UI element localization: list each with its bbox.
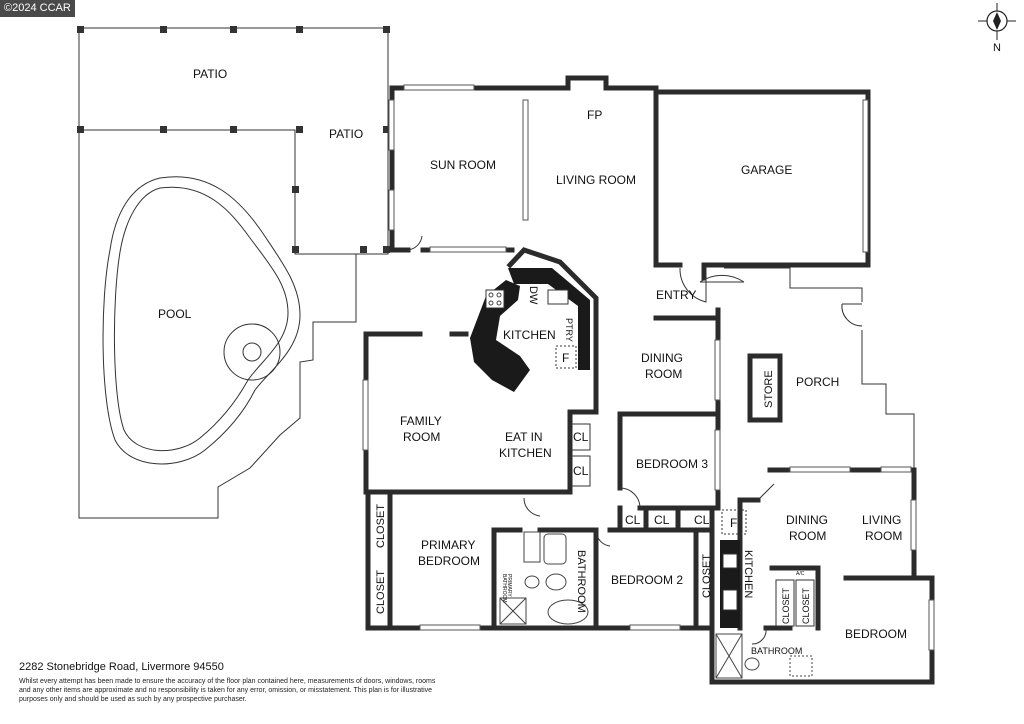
sun-room-label: SUN ROOM — [430, 158, 496, 172]
cl-label-5: CL — [694, 513, 710, 527]
unit-closet-a — [775, 579, 795, 627]
primary-bathroom-label-1: PRIMARY — [506, 574, 512, 597]
kitchen-counter — [508, 268, 590, 370]
primary-bedroom-label-1: PRIMARY — [421, 538, 475, 552]
unit-living-label-2: ROOM — [865, 529, 902, 543]
unit-bathroom-label: BATHROOM — [751, 646, 802, 656]
windows — [362, 84, 935, 651]
closet-label-4: CLOSET — [781, 587, 791, 624]
bath-fixtures — [499, 531, 813, 679]
unit-fridge-label: F — [730, 516, 737, 530]
entry-label: ENTRY — [656, 288, 696, 302]
unit-dining-label-2: ROOM — [789, 529, 826, 543]
unit-living-label-1: LIVING — [862, 513, 901, 527]
dw-label: DW — [527, 286, 539, 305]
compass-label: N — [993, 42, 1001, 54]
disclaimer-text: Whilst every attempt has been made to en… — [19, 678, 436, 703]
closet-label-1: CLOSET — [375, 504, 387, 548]
unit-closet-b — [795, 579, 815, 627]
closet-b — [569, 455, 591, 487]
fridge-label: F — [562, 351, 569, 365]
patio-right-label: PATIO — [329, 127, 363, 141]
unit-kitchen-counter — [720, 540, 740, 628]
bathroom-label: BATHROOM — [575, 550, 587, 613]
ac-label: A/C — [796, 571, 805, 577]
unit-kitchen-label: KITCHEN — [742, 550, 754, 598]
compass-icon — [978, 3, 1016, 40]
cl-label-3: CL — [625, 513, 641, 527]
cl-label-2: CL — [573, 464, 589, 478]
kitchen-label: KITCHEN — [503, 328, 556, 342]
fridge-icon — [555, 345, 577, 369]
bedroom-label: BEDROOM — [845, 627, 907, 641]
unit-fridge-icon — [721, 509, 747, 535]
copyright-badge: ©2024 CCAR — [0, 0, 75, 17]
kitchen-island — [470, 280, 530, 392]
fp-label: FP — [587, 108, 602, 122]
unit-sink-icon — [722, 553, 738, 569]
family-room-label-1: FAMILY — [400, 414, 442, 428]
doors — [407, 235, 863, 645]
bedroom-2-label: BEDROOM 2 — [611, 573, 683, 587]
primary-bedroom-label-2: BEDROOM — [418, 554, 480, 568]
eat-in-label-1: EAT IN — [505, 430, 543, 444]
patio-area — [77, 26, 390, 519]
store-label: STORE — [763, 370, 775, 408]
closet-label-2: CLOSET — [375, 570, 387, 614]
cl-label-4: CL — [654, 513, 670, 527]
dining-room-label-2: ROOM — [645, 367, 682, 381]
living-room-label: LIVING ROOM — [556, 173, 636, 187]
primary-bathroom-label-2: BATHROOM — [501, 574, 507, 603]
ptry-label: PTRY — [564, 318, 574, 342]
closet-label-3: CLOSET — [701, 554, 713, 598]
unit-stove-icon — [722, 589, 738, 611]
closet-label-5: CLOSET — [801, 587, 811, 624]
closet-a — [569, 423, 591, 451]
patio-top-label: PATIO — [193, 67, 227, 81]
unit-dining-label-1: DINING — [786, 513, 828, 527]
bedroom-3-label: BEDROOM 3 — [636, 457, 708, 471]
eat-in-label-2: KITCHEN — [499, 446, 552, 460]
dining-room-label-1: DINING — [641, 351, 683, 365]
pool-label: POOL — [158, 307, 192, 321]
stove-icon — [485, 289, 505, 309]
pool — [102, 176, 301, 465]
family-room-label-2: ROOM — [403, 430, 440, 444]
garage-label: GARAGE — [741, 163, 792, 177]
porch-label: PORCH — [796, 375, 839, 389]
sink-icon — [547, 289, 569, 305]
property-address: 2282 Stonebridge Road, Livermore 94550 — [19, 661, 224, 673]
cl-label-1: CL — [573, 430, 589, 444]
